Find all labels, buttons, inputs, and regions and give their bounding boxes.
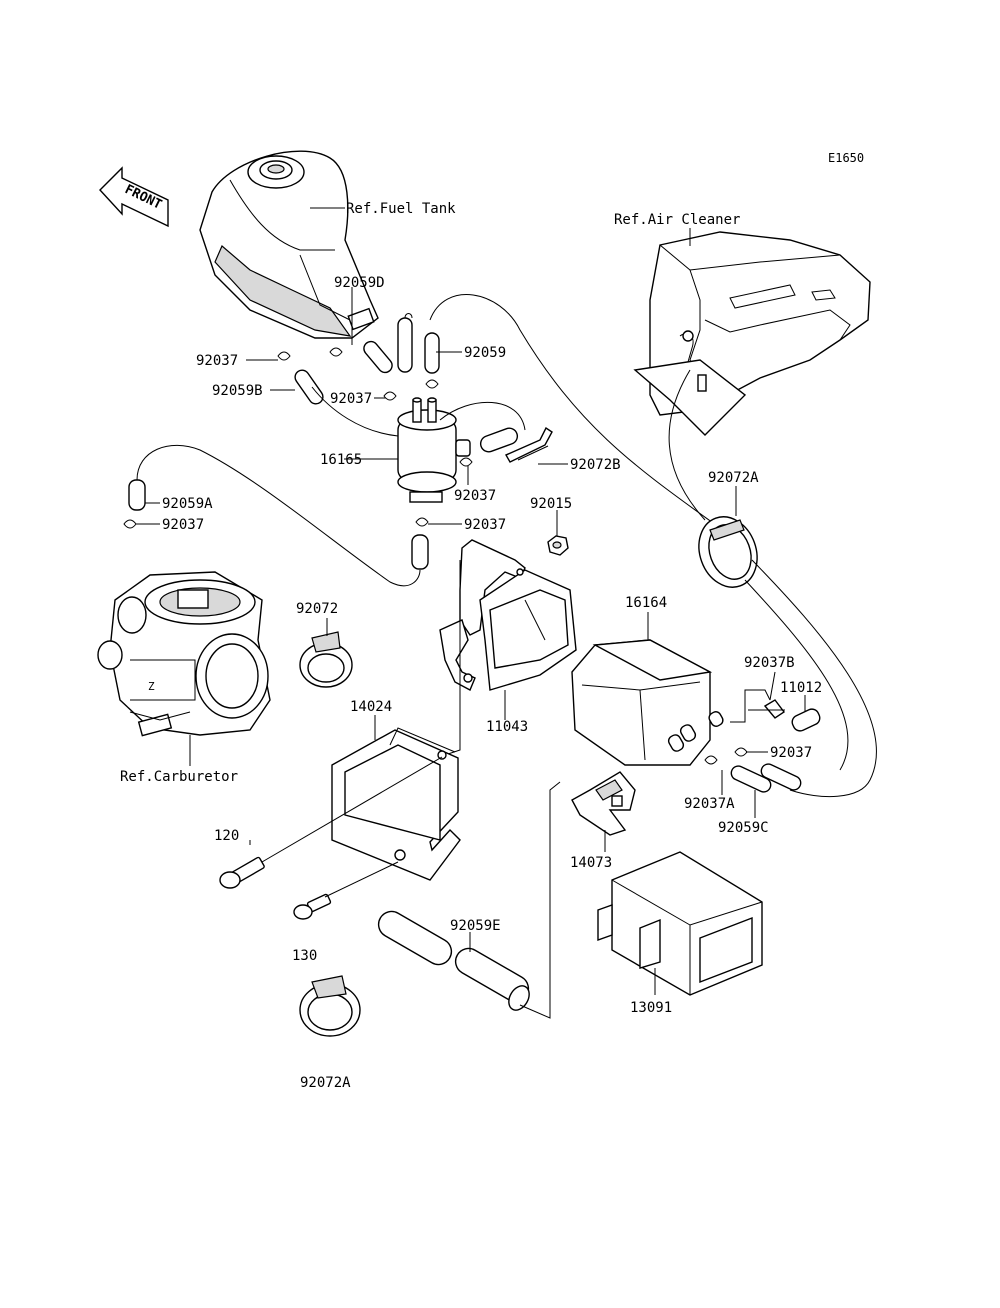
clamp-92072B bbox=[505, 426, 553, 463]
bolt-120 bbox=[219, 856, 265, 889]
clamp-92072A-bottom bbox=[299, 975, 361, 1037]
label-92059B: 92059B bbox=[212, 383, 263, 399]
label-92037-c: 92037 bbox=[454, 488, 496, 504]
label-92037B: 92037B bbox=[744, 655, 795, 671]
hose-92059D bbox=[363, 340, 393, 374]
cover-14024 bbox=[331, 727, 461, 881]
label-92037-e: 92037 bbox=[464, 517, 506, 533]
bracket-11043 bbox=[439, 539, 577, 691]
cover-13091 bbox=[597, 851, 763, 996]
nut-92015 bbox=[547, 535, 569, 556]
hose-pump-bottom bbox=[411, 534, 429, 570]
label-11012: 11012 bbox=[780, 680, 822, 696]
holder-14073 bbox=[571, 771, 636, 836]
label-92015: 92015 bbox=[530, 496, 572, 512]
label-92037-f: 92037 bbox=[770, 745, 812, 761]
fuel-tank bbox=[199, 150, 379, 339]
air-cleaner bbox=[633, 231, 871, 436]
label-11043: 11043 bbox=[486, 719, 528, 735]
hose-92059C bbox=[730, 763, 802, 793]
label-16165: 16165 bbox=[320, 452, 362, 468]
label-92072A-top: 92072A bbox=[708, 470, 759, 486]
label-92072A-bottom: 92072A bbox=[300, 1075, 351, 1091]
carburetor: Z bbox=[97, 571, 271, 737]
label-120: 120 bbox=[214, 828, 239, 844]
hose-92059A bbox=[128, 479, 146, 511]
label-16164: 16164 bbox=[625, 595, 667, 611]
label-92037A: 92037A bbox=[684, 796, 735, 812]
hose-92059E bbox=[377, 910, 530, 1011]
cap-11012 bbox=[791, 708, 821, 732]
bolt-130 bbox=[293, 893, 332, 920]
front-arrow-icon: FRONT bbox=[99, 166, 169, 228]
label-92059A: 92059A bbox=[162, 496, 213, 512]
hose-92059B bbox=[294, 369, 324, 405]
label-92059D: 92059D bbox=[334, 275, 385, 291]
label-130: 130 bbox=[292, 948, 317, 964]
canister-16164 bbox=[571, 639, 724, 766]
svg-text:Z: Z bbox=[148, 680, 155, 693]
label-92037-d: 92037 bbox=[162, 517, 204, 533]
label-92037-b: 92037 bbox=[330, 391, 372, 407]
label-13091: 13091 bbox=[630, 1000, 672, 1016]
label-92037-a: 92037 bbox=[196, 353, 238, 369]
clamp-92072 bbox=[299, 631, 353, 688]
hose-pump-right bbox=[439, 401, 526, 453]
label-92059E: 92059E bbox=[450, 918, 501, 934]
label-92059: 92059 bbox=[464, 345, 506, 361]
hose-upper-small bbox=[397, 313, 440, 374]
diagram-code: E1650 bbox=[828, 151, 864, 165]
label-ref-carburetor: Ref.Carburetor bbox=[120, 769, 238, 785]
label-ref-air-cleaner: Ref.Air Cleaner bbox=[614, 212, 740, 228]
label-92072: 92072 bbox=[296, 601, 338, 617]
clamp-92072A-top bbox=[698, 516, 758, 588]
label-ref-fuel-tank: Ref.Fuel Tank bbox=[346, 201, 456, 217]
clip-92037B bbox=[763, 699, 786, 719]
label-92072B: 92072B bbox=[570, 457, 621, 473]
label-92059C: 92059C bbox=[718, 820, 769, 836]
label-14024: 14024 bbox=[350, 699, 392, 715]
fuel-pump bbox=[397, 397, 471, 503]
label-14073: 14073 bbox=[570, 855, 612, 871]
